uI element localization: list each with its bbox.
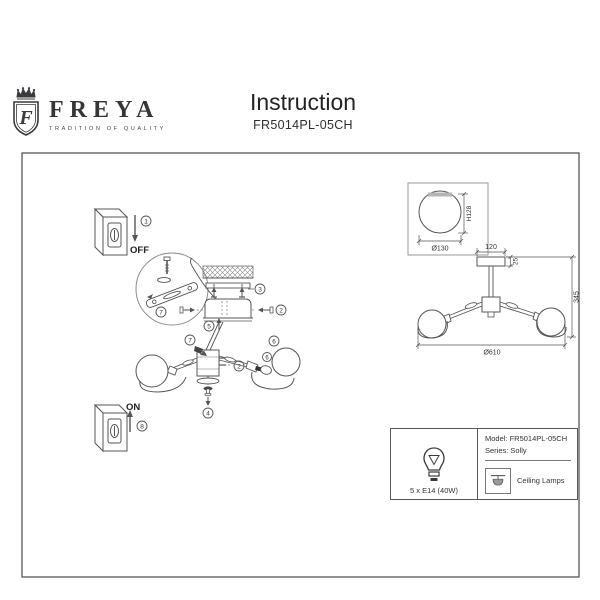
front-left-arm: [442, 301, 483, 325]
dim-fixture-diameter: [415, 324, 568, 349]
front-left-holder: [417, 320, 448, 339]
product-id-block: Model: FR5014PL-05CH Series: Solly: [485, 433, 571, 462]
dim-plate-width: [474, 248, 508, 256]
bracket-screws: [211, 287, 245, 298]
front-left-globe: [417, 309, 447, 339]
fixture-height-label: 345: [574, 291, 581, 303]
finial-assembly: [196, 376, 220, 406]
bracket-detail-callout: 7: [155, 306, 167, 318]
svg-text:2: 2: [279, 308, 283, 315]
front-right-arm: [499, 301, 542, 323]
svg-text:7: 7: [159, 310, 163, 317]
brand-tagline: TRADITION OF QUALITY: [49, 126, 166, 132]
mounting-bracket-detail: [135, 252, 209, 326]
svg-text:8: 8: [140, 424, 144, 431]
svg-text:1: 1: [144, 219, 148, 226]
fixture-diameter-label: Ø610: [483, 350, 500, 357]
right-shade: [271, 347, 301, 377]
stem-front: [488, 266, 494, 297]
right-shade-callout: 6: [268, 335, 280, 347]
on-arrow: [127, 410, 133, 432]
shade-circle: [418, 190, 462, 234]
svg-text:6: 6: [272, 339, 276, 346]
shade-detail-box: Ø130 H128: [407, 182, 489, 256]
bulb-callout: 6: [262, 352, 272, 362]
title-block: Instruction FR5014PL-05CH: [198, 89, 408, 133]
category-block: Ceiling Lamps: [485, 461, 571, 496]
bulb: [255, 365, 272, 375]
on-label: ON: [126, 402, 140, 413]
svg-text:5: 5: [207, 324, 211, 331]
dim-shade-diameter: [416, 235, 464, 245]
dim-shade-height: [458, 191, 468, 236]
svg-text:2: 2: [237, 364, 241, 371]
front-view: 120 25: [415, 244, 581, 357]
svg-text:6: 6: [265, 355, 269, 361]
page-title: Instruction: [249, 89, 357, 115]
hub-front: [481, 296, 501, 313]
off-step-callout: 1: [140, 215, 152, 227]
canopy-screws-callout: 2: [275, 304, 287, 316]
bulb-spec-label: 5 x E14 (40W): [410, 486, 458, 495]
canopy-side-screws: [179, 306, 274, 314]
off-arrow: [132, 215, 138, 242]
bracket-callout: 3: [248, 283, 266, 295]
canopy-callout: 5: [203, 318, 222, 332]
left-shade: [135, 354, 169, 388]
spec-table: 5 x E14 (40W) Model: FR5014PL-05CH Serie…: [390, 428, 578, 500]
off-switch-figure: [93, 207, 129, 257]
ceiling-lamp-icon: [490, 474, 506, 486]
product-info-cell: Model: FR5014PL-05CH Series: Solly Ceili…: [478, 429, 577, 499]
svg-text:4: 4: [206, 411, 210, 418]
model-line: Model: FR5014PL-05CH: [485, 434, 568, 443]
left-shade-holder: [139, 376, 187, 393]
finial-callout: 4: [202, 407, 214, 419]
right-arm: [218, 355, 259, 373]
mounting-bracket: [205, 282, 251, 289]
right-shade-holder: [251, 371, 295, 390]
svg-text:7: 7: [188, 338, 192, 345]
content-frame: [21, 152, 580, 578]
left-arm: [166, 357, 198, 376]
front-right-globe: [536, 307, 566, 337]
series-line: Series: Solly: [485, 445, 527, 455]
hub-front-cap: [487, 311, 495, 318]
brand-name: FREYA: [49, 97, 160, 123]
on-step-callout: 8: [136, 420, 148, 432]
svg-text:3: 3: [258, 287, 262, 294]
stem-rod: [205, 321, 224, 351]
hub-detail-callout: 7: [184, 334, 207, 356]
canopy-wire: [190, 257, 217, 300]
brand-logo: F FREYA TRADITION OF QUALITY: [10, 86, 166, 136]
category-icon-box: [485, 467, 511, 494]
off-label: OFF: [130, 245, 149, 256]
dim-fixture-height: [506, 254, 576, 340]
hub: [196, 349, 220, 377]
emblem-letter: F: [18, 107, 33, 129]
ceiling-plate: [476, 256, 506, 267]
freya-emblem-icon: F: [13, 87, 39, 136]
bulb-icon: [423, 447, 445, 481]
ceiling-surface: [202, 265, 254, 279]
model-number: FR5014PL-05CH: [253, 118, 353, 133]
bulb-spec-cell: 5 x E14 (40W): [391, 429, 478, 499]
plate-thickness-label: 25: [513, 258, 520, 266]
category-label: Ceiling Lamps: [517, 476, 565, 486]
canopy: [203, 298, 253, 322]
on-switch-figure: [93, 403, 129, 453]
shade-height-label: H128: [466, 205, 473, 221]
plate-width-label: 120: [485, 244, 497, 251]
shade-diameter-label: Ø130: [431, 246, 448, 253]
